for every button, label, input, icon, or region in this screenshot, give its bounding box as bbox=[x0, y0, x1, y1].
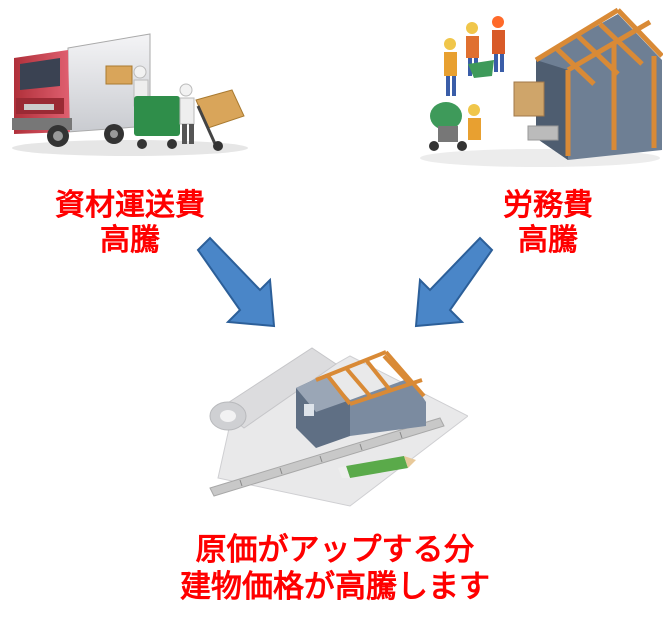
labor-cost-rise-text: 高騰 bbox=[518, 223, 578, 259]
result-cost-up-text: 原価がアップする分 bbox=[195, 532, 475, 568]
labor-cost-label: 労務費 高騰 bbox=[468, 188, 628, 259]
material-transport-cost-text: 資材運送費 bbox=[55, 188, 205, 223]
construction-workers-icon bbox=[418, 0, 664, 168]
arrow-down-left-icon bbox=[400, 232, 500, 332]
result-message: 原価がアップする分 建物価格が高騰します bbox=[120, 532, 550, 605]
material-transport-cost-rise-text: 高騰 bbox=[100, 223, 160, 259]
arrow-down-right-icon bbox=[190, 232, 285, 332]
truck-delivery-icon bbox=[10, 28, 252, 158]
material-transport-cost-label: 資材運送費 高騰 bbox=[30, 188, 230, 259]
blueprint-house-model-icon bbox=[200, 328, 469, 514]
result-price-rise-text: 建物価格が高騰します bbox=[180, 568, 490, 605]
labor-cost-text: 労務費 bbox=[503, 188, 593, 223]
